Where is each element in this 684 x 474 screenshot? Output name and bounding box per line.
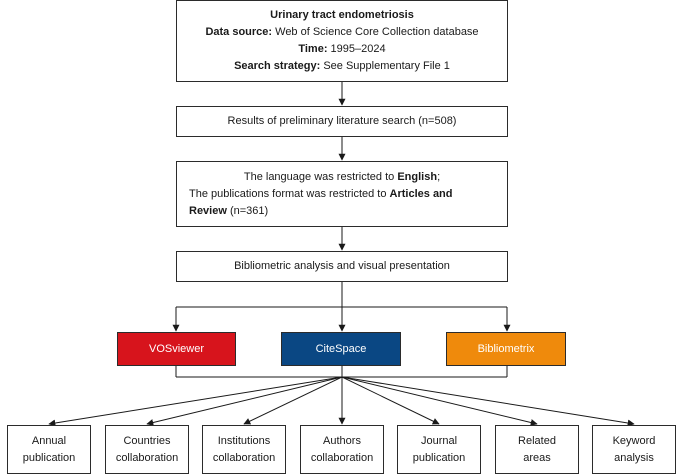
- results-text: Results of preliminary literature search…: [227, 115, 457, 127]
- tool-citespace: CiteSpace: [281, 332, 401, 366]
- output-line2: collaboration: [212, 451, 276, 464]
- tool-bibliometrix: Bibliometrix: [446, 332, 566, 366]
- output-keyword-analysis: Keyword analysis: [592, 425, 676, 474]
- filter-box: The language was restricted to English; …: [176, 161, 508, 227]
- output-line1: Journal: [420, 434, 458, 447]
- arrow-to-journal-publication: [341, 376, 440, 425]
- output-line2: analysis: [614, 451, 654, 464]
- data-source-value: Web of Science Core Collection database: [272, 26, 479, 38]
- tool-citespace-label: CiteSpace: [315, 343, 367, 355]
- output-line1: Countries: [123, 434, 171, 447]
- output-line1: Keyword: [612, 434, 656, 447]
- output-line1: Related: [518, 434, 556, 447]
- arrow-to-related-areas: [341, 376, 538, 426]
- output-line1: Institutions: [217, 434, 271, 447]
- output-countries-collaboration: Countries collaboration: [105, 425, 189, 474]
- output-line2: areas: [523, 451, 551, 464]
- language-value: English: [397, 170, 438, 183]
- format-prefix: The publications format was restricted t…: [189, 187, 390, 200]
- data-source-label: Data source:: [205, 26, 273, 38]
- tool-vosviewer: VOSviewer: [117, 332, 236, 366]
- arrow-to-annual-publication: [48, 376, 343, 427]
- source-title: Urinary tract endometriosis: [270, 9, 414, 21]
- results-box: Results of preliminary literature search…: [176, 106, 508, 137]
- arrow-to-institutions-collaboration: [243, 376, 343, 425]
- search-strategy-label: Search strategy:: [234, 60, 321, 72]
- output-line1: Annual: [31, 434, 67, 447]
- output-line2: publication: [22, 451, 76, 464]
- search-strategy-value: See Supplementary File 1: [320, 60, 450, 72]
- time-label: Time:: [298, 43, 328, 55]
- output-line2: collaboration: [115, 451, 179, 464]
- format-value-cont: Review: [189, 204, 227, 217]
- output-journal-publication: Journal publication: [397, 425, 481, 474]
- time-value: 1995–2024: [327, 43, 386, 55]
- output-line2: collaboration: [310, 451, 374, 464]
- format-value: Articles and: [389, 187, 453, 200]
- filter-count: (n=361): [226, 204, 269, 217]
- arrow-to-countries-collaboration: [146, 376, 343, 426]
- arrow-to-keyword-analysis: [341, 376, 635, 427]
- output-related-areas: Related areas: [495, 425, 579, 474]
- language-suffix: ;: [437, 170, 441, 183]
- tool-vosviewer-label: VOSviewer: [148, 343, 205, 355]
- tool-bibliometrix-label: Bibliometrix: [477, 343, 535, 355]
- output-authors-collaboration: Authors collaboration: [300, 425, 384, 474]
- analysis-text: Bibliometric analysis and visual present…: [234, 260, 450, 272]
- output-line2: publication: [412, 451, 466, 464]
- output-line1: Authors: [323, 434, 361, 447]
- output-institutions-collaboration: Institutions collaboration: [202, 425, 286, 474]
- output-annual-publication: Annual publication: [7, 425, 91, 474]
- analysis-box: Bibliometric analysis and visual present…: [176, 251, 508, 282]
- language-prefix: The language was restricted to: [243, 170, 398, 183]
- data-source-box: Urinary tract endometriosis Data source:…: [176, 0, 508, 82]
